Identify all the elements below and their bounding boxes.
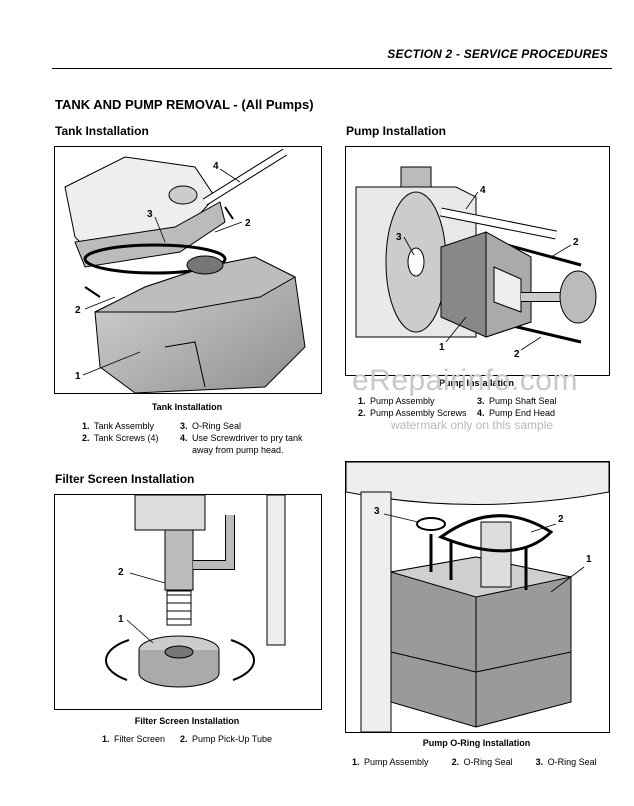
oring-legend-item: 3.O-Ring Seal xyxy=(535,757,597,767)
filter-callout-1: 1 xyxy=(118,614,124,625)
filter-figure: 2 1 xyxy=(54,494,322,710)
tank-legend-item: 3.O-Ring Seal xyxy=(180,421,242,431)
tank-callout-1: 1 xyxy=(75,371,81,382)
tank-illustration: 1 2 2 3 4 xyxy=(64,148,306,393)
tank-heading: Tank Installation xyxy=(55,124,149,138)
filter-heading: Filter Screen Installation xyxy=(55,472,195,486)
pump-callout-1: 1 xyxy=(439,342,445,353)
tank-legend-col2: 3.O-Ring Seal 4.Use Screwdriver to pry t… xyxy=(180,420,303,456)
tank-callout-2b: 2 xyxy=(245,218,251,229)
pump-legend-item: 3.Pump Shaft Seal xyxy=(477,396,557,406)
oring-callout-1: 1 xyxy=(586,554,592,565)
oring-caption: Pump O-Ring Installation xyxy=(422,738,531,748)
filter-legend-col2: 2.Pump Pick-Up Tube xyxy=(180,733,272,745)
filter-legend-col1: 1.Filter Screen xyxy=(102,733,165,745)
tank-figure: 1 2 2 3 4 xyxy=(54,146,322,394)
oring-legend: 1.Pump Assembly 2.O-Ring Seal 3.O-Ring S… xyxy=(352,756,597,768)
pump-legend-item: 1.Pump Assembly xyxy=(358,396,435,406)
tank-legend-item: 4.Use Screwdriver to pry tank xyxy=(180,433,303,443)
tank-legend-item: 2.Tank Screws (4) xyxy=(82,433,159,443)
oring-illustration: 1 2 3 xyxy=(346,462,609,732)
page-title: TANK AND PUMP REMOVAL - (All Pumps) xyxy=(55,97,314,112)
pump-callout-3: 3 xyxy=(396,232,402,243)
pump-figure: 1 2 2 3 4 xyxy=(345,146,610,376)
filter-legend-item: 1.Filter Screen xyxy=(102,734,166,744)
pump-callout-4: 4 xyxy=(480,185,486,196)
oring-figure: 1 2 3 xyxy=(345,461,610,733)
oring-callout-2: 2 xyxy=(558,514,564,525)
tank-callout-2a: 2 xyxy=(75,305,81,316)
header-rule xyxy=(52,68,612,69)
filter-caption: Filter Screen Installation xyxy=(134,716,240,726)
pump-callout-2b: 2 xyxy=(514,349,520,360)
tank-callout-3: 3 xyxy=(147,209,153,220)
filter-legend-item: 2.Pump Pick-Up Tube xyxy=(180,734,273,744)
watermark-note: watermark only on this sample xyxy=(391,418,554,432)
pump-legend-col1: 1.Pump Assembly 2.Pump Assembly Screws xyxy=(358,395,467,419)
pump-legend-item: 4.Pump End Head xyxy=(477,408,556,418)
pump-legend-item: 2.Pump Assembly Screws xyxy=(358,408,467,418)
pump-callout-2a: 2 xyxy=(573,237,579,248)
pump-heading: Pump Installation xyxy=(346,124,447,138)
section-header: SECTION 2 - SERVICE PROCEDURES xyxy=(387,47,608,61)
tank-caption: Tank Installation xyxy=(151,402,223,412)
oring-callout-3: 3 xyxy=(374,506,380,517)
filter-callout-2: 2 xyxy=(118,567,124,578)
tank-legend-item: away from pump head. xyxy=(192,445,284,455)
tank-callout-4: 4 xyxy=(213,161,219,172)
pump-illustration: 1 2 2 3 4 xyxy=(355,166,597,360)
watermark-site: eRepairinfo.com xyxy=(352,364,578,397)
tank-legend-col1: 1.Tank Assembly 2.Tank Screws (4) xyxy=(82,420,159,444)
tank-legend-item: 1.Tank Assembly xyxy=(82,421,155,431)
pump-legend-col2: 3.Pump Shaft Seal 4.Pump End Head xyxy=(477,395,557,419)
oring-legend-item: 1.Pump Assembly xyxy=(352,757,429,767)
pump-caption: Pump Installation xyxy=(438,378,514,388)
oring-legend-item: 2.O-Ring Seal xyxy=(451,757,513,767)
filter-illustration: 2 1 xyxy=(105,495,286,688)
